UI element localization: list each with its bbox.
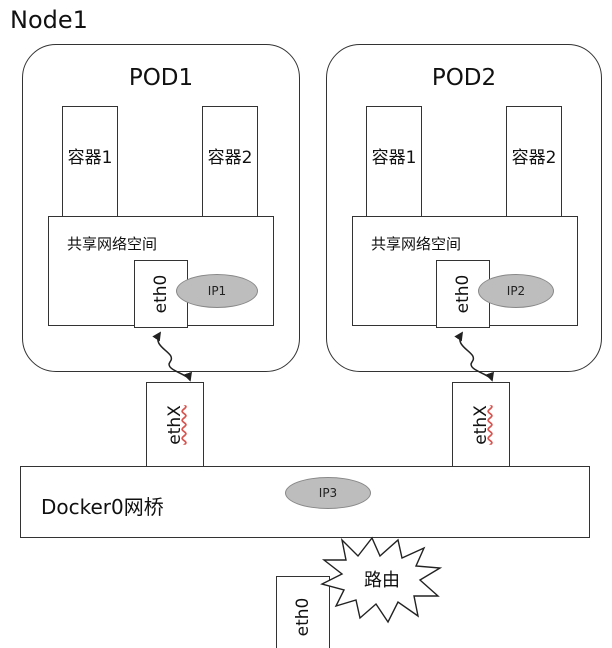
pod-1-namespace-label: 共享网络空间 bbox=[67, 235, 158, 253]
pod-2-namespace-label: 共享网络空间 bbox=[371, 235, 462, 253]
pod-2-container-2-label: 容器2 bbox=[511, 148, 557, 168]
pod-1-ip-label: IP1 bbox=[207, 284, 227, 298]
pod-1-container-1-label: 容器1 bbox=[67, 148, 113, 168]
pod-1-veth-link bbox=[152, 331, 192, 382]
pod-2-ip-ellipse: IP2 bbox=[478, 274, 554, 308]
node-title: Node1 bbox=[10, 6, 88, 34]
pod-2-container-1-label: 容器1 bbox=[371, 148, 417, 168]
bridge-ip-label: IP3 bbox=[318, 486, 338, 500]
pod-2-veth: ethX bbox=[452, 382, 510, 468]
host-eth0: eth0 bbox=[276, 576, 330, 648]
pod-2-title: POD2 bbox=[431, 65, 497, 91]
pod-1-container-2-label: 容器2 bbox=[207, 148, 253, 168]
routing-starburst bbox=[320, 536, 443, 624]
pod-1-ip-ellipse: IP1 bbox=[176, 274, 258, 308]
docker0-bridge: Docker0网桥 IP3 bbox=[20, 466, 590, 538]
pod-1-veth: ethX bbox=[146, 382, 204, 468]
pod-2-container-2: 容器2 bbox=[506, 106, 562, 218]
pod-2-container-1: 容器1 bbox=[366, 106, 422, 218]
pod-1-title: POD1 bbox=[128, 65, 194, 91]
routing-label: 路由 bbox=[364, 570, 400, 591]
pod-1-container-1: 容器1 bbox=[62, 106, 118, 218]
pod-1-container-2: 容器2 bbox=[202, 106, 258, 218]
docker0-bridge-label: Docker0网桥 bbox=[41, 495, 164, 519]
bridge-ip-ellipse: IP3 bbox=[285, 477, 371, 509]
pod-2-ip-label: IP2 bbox=[506, 284, 526, 298]
pod-2-veth-link bbox=[454, 331, 494, 382]
